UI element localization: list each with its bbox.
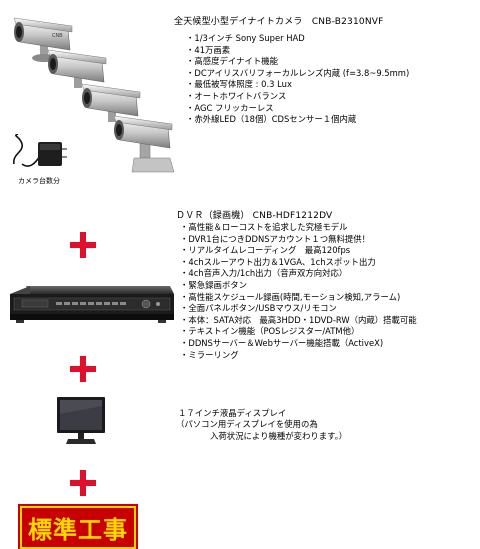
list-item: DDNSサーバー＆Webサーバー機能搭載（ActiveX) — [180, 338, 417, 350]
list-item: 4chスルーアウト出力＆1VGA、1chスポット出力 — [180, 257, 417, 269]
list-item: 1/3インチ Sony Super HAD — [186, 33, 409, 45]
list-item: 41万画素 — [186, 45, 409, 57]
list-item: 高性能スケジュール録画(時間,モーション検知,アラーム) — [180, 292, 417, 304]
camera-title: 全天候型小型デイナイトカメラ CNB-B2310NVF — [174, 17, 384, 27]
dvr-title: ＤＶＲ（録画機） CNB-HDF1212DV — [176, 211, 333, 221]
list-item: リアルタイムレコーディング 最高120fps — [180, 245, 417, 257]
list-item: 高性能＆ローコストを追求した究極モデル — [180, 222, 417, 234]
dvr-illustration — [10, 286, 174, 323]
list-item: オートホワイトバランス — [186, 91, 409, 103]
plus-icon — [70, 356, 96, 382]
list-item: 赤外線LED（18個）CDSセンサー１個内蔵 — [186, 114, 409, 126]
monitor-note: （パソコン用ディスプレイを使用の為 — [176, 419, 318, 430]
list-item: DCアイリスバリフォーカルレンズ内蔵 (f=3.8~9.5mm) — [186, 68, 409, 80]
list-item: AGC フリッカーレス — [186, 103, 409, 115]
list-item: 緊急録画ボタン — [180, 280, 417, 292]
ac-adapter-icon — [13, 134, 67, 167]
monitor-note: 入荷状況により機種が変わります。） — [210, 430, 348, 441]
monitor-title: １７インチ液晶ディスプレイ — [178, 408, 287, 418]
list-item: 最低被写体照度 : 0.3 Lux — [186, 79, 409, 91]
svg-text:CNB: CNB — [52, 33, 63, 39]
list-item: ミラーリング — [180, 350, 417, 362]
camera-illustration: CNB — [13, 17, 175, 173]
dvr-spec-list: 高性能＆ローコストを追求した究極モデル DVR1台につきDDNSアカウント１つ無… — [180, 222, 417, 362]
plus-icon — [70, 470, 96, 496]
list-item: 4ch音声入力/1ch出力（音声双方向対応） — [180, 268, 417, 280]
list-item: 高感度デイナイト機能 — [186, 56, 409, 68]
list-item: DVR1台につきDDNSアカウント１つ無料提供！ — [180, 234, 417, 246]
monitor-illustration — [57, 397, 105, 444]
camera-spec-list: 1/3インチ Sony Super HAD 41万画素 高感度デイナイト機能 D… — [186, 33, 409, 126]
adapter-caption: カメラ台数分 — [18, 177, 60, 185]
list-item: テキストイン機能（POSレジスター/ATM他） — [180, 326, 417, 338]
standard-installation-badge: 標準工事 — [20, 506, 136, 549]
list-item: 本体：SATA対応 最高3HDD・1DVD-RW（内蔵）搭載可能 — [180, 315, 416, 327]
plus-icon — [70, 232, 96, 258]
monitor-description: １７インチ液晶ディスプレイ （パソコン用ディスプレイを使用の為 入荷状況により機… — [176, 408, 347, 442]
list-item: 全面パネルボタン/USBマウス/リモコン — [180, 303, 417, 315]
